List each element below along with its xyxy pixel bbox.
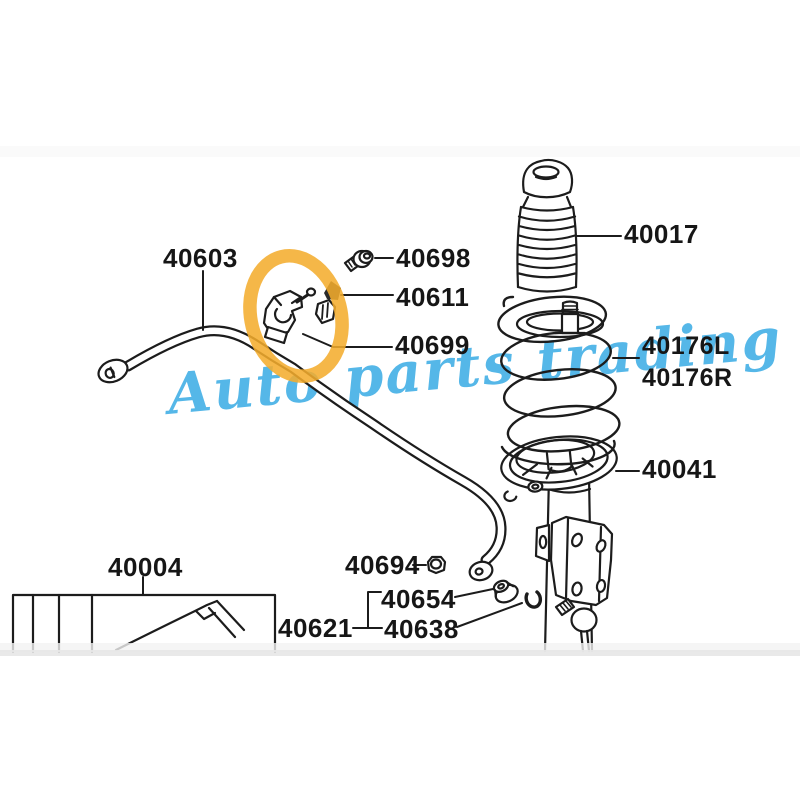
- part-label-link-ring: 40638: [384, 614, 459, 644]
- highlight-circle: [243, 249, 349, 383]
- part-label-dust-cover: 40017: [624, 219, 699, 249]
- stabilizer-bar-drawing: [97, 325, 507, 582]
- part-label-bar-clamp: 40699: [395, 330, 470, 360]
- part-label-link-grommet: 40654: [381, 584, 456, 614]
- bracket-bolt-drawing: [343, 249, 374, 273]
- bar-clamp-drawing: [262, 287, 317, 345]
- part-label-link-nut: 40694: [345, 550, 420, 580]
- strut-body-drawing: [534, 474, 614, 653]
- part-label-coil-spring-left: 40176L: [642, 332, 730, 360]
- link-grommet-drawing: [492, 579, 519, 604]
- part-label-coil-spring-right: 40176R: [642, 364, 733, 392]
- part-label-stabilizer-bar: 40603: [163, 243, 238, 273]
- part-label-bracket-bolt: 40698: [396, 243, 471, 273]
- scan-edge-top: [0, 146, 800, 157]
- part-label-lower-arm-box: 40004: [108, 552, 183, 582]
- piston-rod-drawing: [515, 300, 605, 339]
- part-label-bar-bushing: 40611: [396, 282, 470, 312]
- part-label-spring-seat: 40041: [642, 454, 717, 484]
- scan-edge-bottom: [0, 643, 800, 800]
- dust-cover-drawing: [516, 158, 578, 293]
- link-nut-drawing: [426, 555, 447, 575]
- stabilizer-link-ball-stud-drawing: [554, 597, 598, 653]
- coil-spring-drawing: [497, 295, 621, 466]
- part-label-link-kit: 40621: [278, 613, 353, 643]
- link-ring-drawing: [524, 590, 543, 609]
